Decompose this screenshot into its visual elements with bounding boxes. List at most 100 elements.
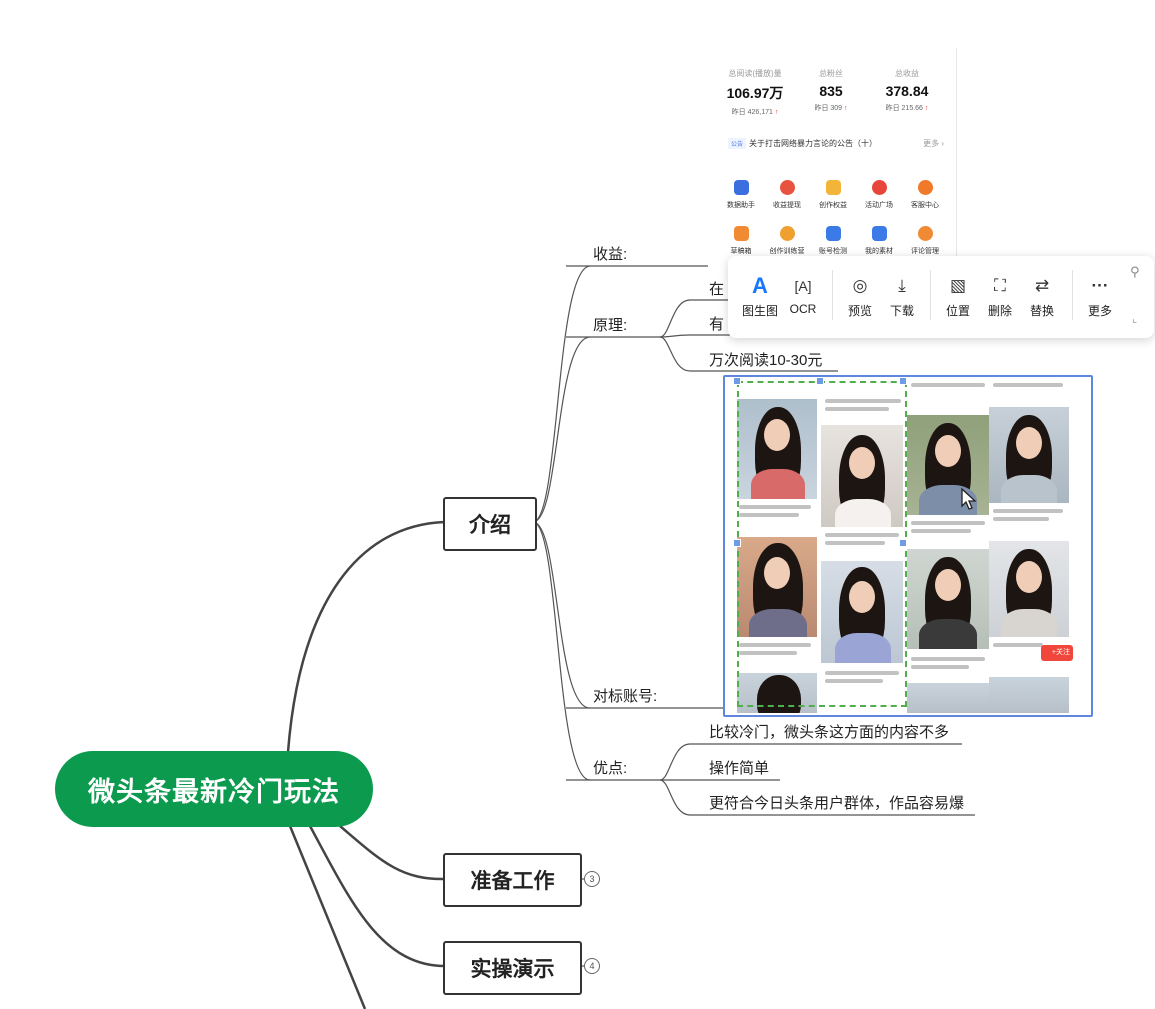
tool-training: 创作训练营 <box>764 226 810 256</box>
photo-card <box>989 677 1069 713</box>
photo-card <box>737 537 817 637</box>
topic-income[interactable]: 收益: <box>593 246 628 263</box>
stat-income: 总收益 378.84 昨日 215.66 ↑ <box>885 69 929 112</box>
link-intro-principle <box>532 336 591 523</box>
resize-icon[interactable]: ⌞ <box>1132 313 1138 325</box>
headset-icon <box>917 180 933 195</box>
position-button[interactable]: ▧ 位置 <box>936 274 980 319</box>
caption-line <box>825 533 899 537</box>
graduation-cap-icon <box>779 226 795 241</box>
link-intro-income <box>532 265 591 523</box>
notice-more-link: 更多 › <box>923 139 944 148</box>
caption-line <box>825 541 885 545</box>
caption-line <box>911 529 971 533</box>
photo-card <box>737 399 817 499</box>
photo-card <box>989 541 1069 637</box>
toolbar-divider <box>930 270 931 320</box>
tool-service: 客服中心 <box>902 180 948 210</box>
pin-icon[interactable]: ⚲ <box>1130 264 1140 279</box>
caption-line <box>739 651 797 655</box>
caption-line <box>911 383 985 387</box>
drafts-icon <box>733 226 749 241</box>
topic-advantages[interactable]: 优点: <box>593 760 628 777</box>
caption-line <box>911 521 985 525</box>
expand-prep-button[interactable]: 3 <box>584 871 600 887</box>
ocr-button[interactable]: [A] OCR <box>781 274 825 316</box>
resize-handle[interactable] <box>899 377 907 385</box>
ocr-icon: [A] <box>794 278 812 294</box>
tool-drafts: 草稿箱 <box>718 226 764 256</box>
link-intro-benchmark <box>532 521 591 709</box>
toolbar-divider <box>832 270 833 320</box>
topic-demo[interactable]: 实操演示 <box>443 941 582 995</box>
resize-handle[interactable] <box>733 539 741 547</box>
caption-line <box>739 643 811 647</box>
caption-line <box>825 679 883 683</box>
toolbar-divider <box>1072 270 1073 320</box>
chart-icon <box>733 180 749 195</box>
link-intro-advantages <box>532 521 591 781</box>
more-button[interactable]: ··· 更多 <box>1078 274 1122 319</box>
caption-line <box>739 513 799 517</box>
photo-card <box>821 425 903 527</box>
selection-box <box>737 381 907 707</box>
tool-data-assistant: 数据助手 <box>718 180 764 210</box>
caption-line <box>993 383 1063 387</box>
img2img-button[interactable]: A 图生图 <box>738 274 782 319</box>
replace-button[interactable]: ⇄ 替换 <box>1020 274 1064 319</box>
caption-line <box>993 643 1043 647</box>
photo-card <box>907 415 989 515</box>
notice-bar: 公告关于打击网络暴力言论的公告（十） 更多 › <box>728 138 948 149</box>
position-icon: ▧ <box>949 276 967 295</box>
advantage-item[interactable]: 操作简单 <box>709 760 770 777</box>
topic-intro[interactable]: 介绍 <box>443 497 537 551</box>
tool-withdraw: 收益提现 <box>764 180 810 210</box>
principle-item[interactable]: 有 <box>709 316 725 333</box>
stat-fans: 总粉丝 835 昨日 309 ↑ <box>814 69 848 112</box>
photo-card <box>989 407 1069 503</box>
principle-item[interactable]: 万次阅读10-30元 <box>709 352 823 369</box>
topic-principle[interactable]: 原理: <box>593 317 628 334</box>
advantage-item[interactable]: 更符合今日头条用户群体，作品容易爆 <box>709 795 965 812</box>
caption-line <box>993 517 1049 521</box>
creator-dashboard-image[interactable]: 总阅读(播放)量 106.97万 昨日 426,171 ↑ 总粉丝 835 昨日… <box>708 48 957 268</box>
delete-image-button[interactable]: ⛶ 删除 <box>978 274 1022 319</box>
photo-card <box>907 549 989 649</box>
flag-icon <box>871 180 887 195</box>
tool-materials: 我的素材 <box>856 226 902 256</box>
preview-button[interactable]: ◎ 预览 <box>838 274 882 319</box>
notice-text: 关于打击网络暴力言论的公告（十） <box>749 139 878 148</box>
topic-benchmark[interactable]: 对标账号: <box>593 688 658 705</box>
caption-line <box>739 505 811 509</box>
stat-reads: 总阅读(播放)量 106.97万 昨日 426,171 ↑ <box>726 69 784 116</box>
caption-line <box>825 671 899 675</box>
caption-line <box>993 509 1063 513</box>
caption-line <box>911 657 985 661</box>
cursor-icon <box>961 487 977 510</box>
topic-prep[interactable]: 准备工作 <box>443 853 582 907</box>
download-icon: ⤓ <box>898 276 906 295</box>
resize-handle[interactable] <box>899 539 907 547</box>
yuan-icon <box>779 180 795 195</box>
resize-handle[interactable] <box>816 377 824 385</box>
delete-image-icon: ⛶ <box>994 276 1006 295</box>
photo-card <box>821 561 903 663</box>
tool-comments: 评论管理 <box>902 226 948 256</box>
expand-demo-button[interactable]: 4 <box>584 958 600 974</box>
benchmark-feed-image[interactable] <box>723 375 1093 717</box>
advantage-item[interactable]: 比较冷门，微头条这方面的内容不多 <box>709 724 950 741</box>
search-icon <box>825 226 841 241</box>
link-root-intro <box>286 520 446 753</box>
follow-badge: +关注 <box>1041 645 1073 661</box>
caption-line <box>825 399 901 403</box>
notice-tag: 公告 <box>728 138 747 149</box>
more-icon: ··· <box>1091 276 1109 295</box>
image-toolbar: A 图生图 [A] OCR ◎ 预览 ⤓ 下载 ▧ 位置 ⛶ 删除 ⇄ 替换 ·… <box>728 256 1154 338</box>
resize-handle[interactable] <box>733 377 741 385</box>
caption-line <box>911 665 969 669</box>
root-topic[interactable]: 微头条最新冷门玩法 <box>55 751 373 827</box>
principle-item[interactable]: 在 <box>709 281 725 298</box>
download-button[interactable]: ⤓ 下载 <box>880 274 924 319</box>
tool-account-check: 账号检测 <box>810 226 856 256</box>
